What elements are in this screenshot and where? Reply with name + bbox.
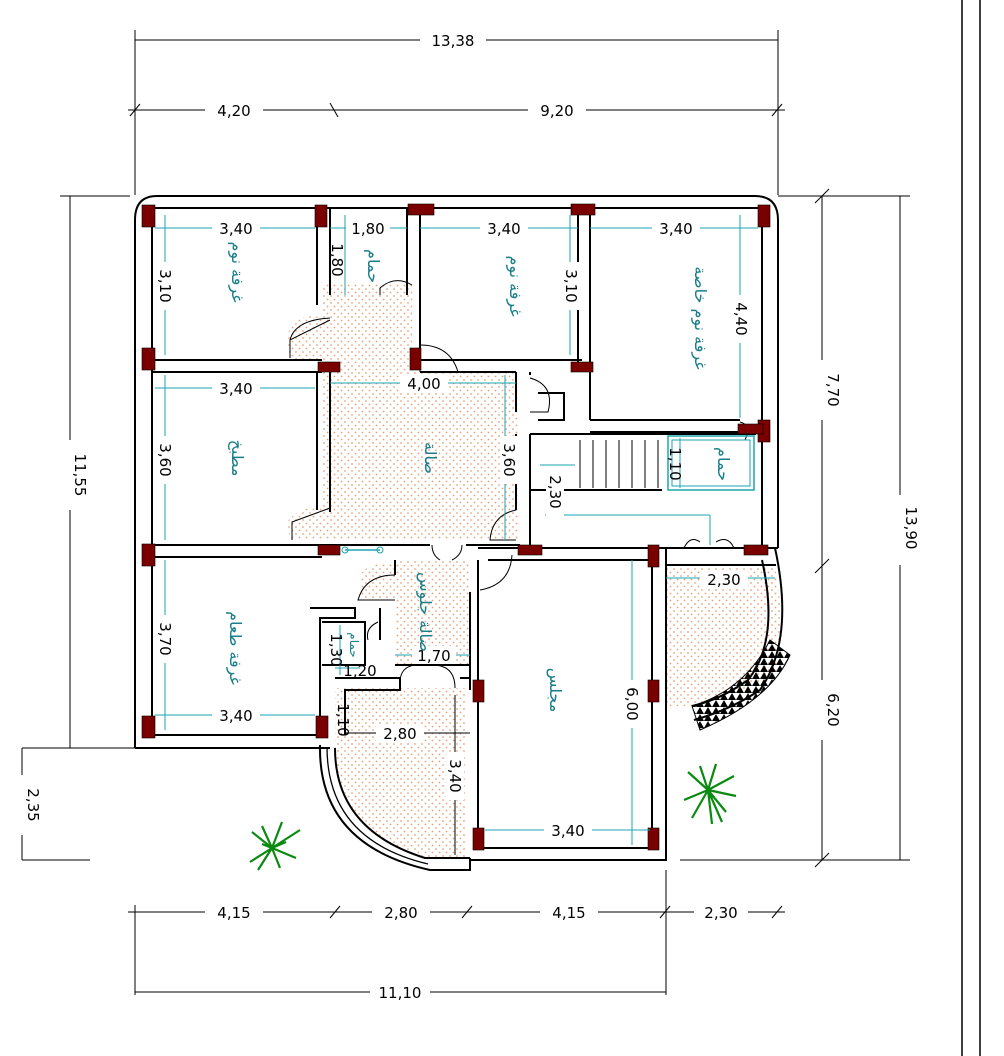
dim-left-total: 11,55 [71, 454, 89, 497]
room-dining: غرفة طعام [225, 611, 245, 685]
bath-fixture [667, 435, 755, 491]
dim-top-left: 4,20 [217, 102, 250, 120]
room-labels: غرفة نوم حمام غرفة نوم غرفة نوم خاصة مطب… [225, 241, 733, 712]
dim-bay-width: 2,80 [383, 725, 416, 743]
dim-bath-width: 1,80 [351, 220, 384, 238]
dim-dining-depth: 3,70 [156, 622, 174, 655]
dim-top-right: 9,20 [540, 102, 573, 120]
dim-right-upper: 7,70 [824, 373, 842, 406]
interior-walls [152, 208, 756, 735]
dim-bottom-a: 4,15 [217, 904, 250, 922]
dim-bay-depth: 3,40 [446, 759, 464, 792]
plant-icon [249, 821, 301, 871]
doors [289, 280, 749, 689]
exterior-walls [134, 195, 779, 871]
room-bedroom2: غرفة نوم [505, 255, 525, 316]
room-wc: حمام [347, 632, 361, 657]
dim-lobby-width: 1,70 [417, 647, 450, 665]
dim-kitchen-width: 3,40 [219, 380, 252, 398]
dim-salon-width: 3,40 [551, 822, 584, 840]
dim-hall-width: 4,00 [407, 375, 440, 393]
dim-r1-depth: 3,10 [156, 269, 174, 302]
dim-top-total: 13,38 [432, 32, 475, 50]
dim-dining-width: 3,40 [219, 707, 252, 725]
room-bath1: حمام [364, 249, 383, 283]
room-hall: صالة [421, 442, 440, 474]
dim-right-total: 13,90 [902, 507, 920, 550]
stairs [540, 440, 711, 545]
dim-salon-depth: 6,00 [623, 687, 641, 720]
dim-bottom-c: 4,15 [552, 904, 585, 922]
dim-bath2-depth: 1,10 [666, 447, 684, 480]
dim-bottom-total: 11,10 [379, 984, 422, 1002]
interior-dimension-labels: 3,40 1,80 1,80 3,40 3,40 3,10 3,10 4,40 … [156, 219, 750, 840]
room-kitchen: مطبخ [227, 440, 247, 477]
dim-r3-depth: 4,40 [732, 302, 750, 335]
room-salon: مجلس [545, 668, 565, 713]
dim-bath-depth: 1,80 [328, 243, 346, 276]
plant-icon [683, 763, 737, 825]
room-lounge: صالة جلوس [415, 572, 435, 652]
dim-r2-width: 3,40 [487, 220, 520, 238]
columns [141, 203, 771, 851]
dim-bottom-d: 2,30 [704, 904, 737, 922]
terrace-edge [691, 547, 791, 731]
dim-r3-width: 3,40 [659, 220, 692, 238]
dim-terrace-width: 2,30 [707, 571, 740, 589]
dim-r1-width: 3,40 [219, 220, 252, 238]
dim-left-offset: 2,35 [24, 788, 42, 821]
dim-right-lower: 6,20 [824, 693, 842, 726]
dim-entry-depth: 1,10 [334, 703, 352, 736]
dim-kitchen-depth: 3,60 [156, 443, 174, 476]
dim-wc-depth: 1,30 [327, 633, 345, 666]
dim-r2-depth: 3,10 [562, 269, 580, 302]
dim-stair-depth: 2,30 [546, 475, 564, 508]
room-bath2: حمام [714, 447, 733, 481]
room-master: غرفة نوم خاصة [690, 266, 710, 369]
dimension-labels: 13,38 4,20 9,20 11,55 7,70 6,20 13,90 2,… [12, 30, 920, 1002]
dim-wc-width: 1,20 [343, 662, 376, 680]
dim-hall-depth: 3,60 [500, 443, 518, 476]
dim-bottom-b: 2,80 [384, 904, 417, 922]
room-bedroom1: غرفة نوم [227, 241, 247, 302]
